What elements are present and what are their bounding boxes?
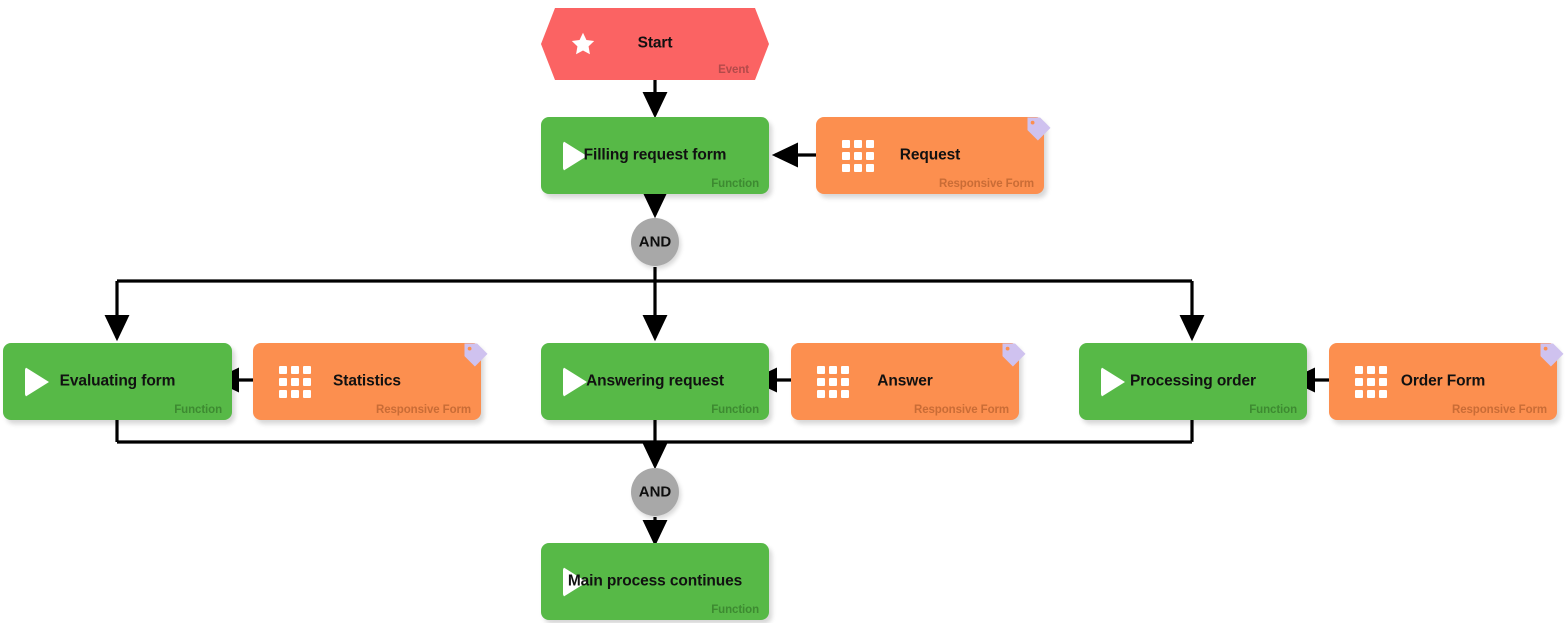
node-type-label: Responsive Form xyxy=(914,404,1009,416)
node-type-label: Function xyxy=(711,604,759,616)
gateway-and-split[interactable]: AND xyxy=(631,218,679,266)
node-statistics[interactable]: Statistics Responsive Form xyxy=(253,343,488,420)
node-type-label: Function xyxy=(1249,404,1297,416)
node-type-label: Responsive Form xyxy=(1452,404,1547,416)
gateway-label: AND xyxy=(638,233,672,251)
play-icon xyxy=(563,140,587,171)
node-order-form[interactable]: Order Form Responsive Form xyxy=(1329,343,1564,420)
play-icon xyxy=(563,566,587,597)
node-start[interactable]: Start Event xyxy=(541,8,769,80)
node-title: Filling request form xyxy=(583,146,727,164)
node-title: Answering request xyxy=(586,372,724,390)
grid-icon xyxy=(1355,365,1387,398)
grid-icon xyxy=(817,365,849,398)
node-answering-request[interactable]: Answering request Function xyxy=(541,343,769,420)
node-title: Statistics xyxy=(333,372,401,390)
node-type-label: Function xyxy=(711,178,759,190)
node-answer[interactable]: Answer Responsive Form xyxy=(791,343,1026,420)
node-type-label: Function xyxy=(174,404,222,416)
gateway-and-join[interactable]: AND xyxy=(631,468,679,516)
node-title: Start xyxy=(637,34,673,52)
node-request[interactable]: Request Responsive Form xyxy=(816,117,1051,194)
tag-icon xyxy=(461,340,491,370)
node-title: Answer xyxy=(877,372,933,390)
play-icon xyxy=(563,366,587,397)
node-type-label: Event xyxy=(718,64,749,76)
node-filling-request-form[interactable]: Filling request form Function xyxy=(541,117,769,194)
gateway-label: AND xyxy=(638,483,672,501)
node-processing-order[interactable]: Processing order Function xyxy=(1079,343,1307,420)
tag-icon xyxy=(1537,340,1567,370)
tag-icon xyxy=(1024,114,1054,144)
node-type-label: Responsive Form xyxy=(939,178,1034,190)
play-icon xyxy=(25,366,49,397)
node-main-process-continues[interactable]: Main process continues Function xyxy=(541,543,769,620)
node-title: Processing order xyxy=(1130,372,1256,390)
star-icon xyxy=(569,30,597,58)
node-title: Request xyxy=(899,146,961,164)
node-type-label: Function xyxy=(711,404,759,416)
node-type-label: Responsive Form xyxy=(376,404,471,416)
grid-icon xyxy=(842,139,874,172)
tag-icon xyxy=(999,340,1029,370)
node-title: Order Form xyxy=(1400,372,1486,390)
node-title: Evaluating form xyxy=(59,372,176,390)
node-title: Main process continues xyxy=(567,572,743,590)
play-icon xyxy=(1101,366,1125,397)
node-evaluating-form[interactable]: Evaluating form Function xyxy=(3,343,232,420)
grid-icon xyxy=(279,365,311,398)
